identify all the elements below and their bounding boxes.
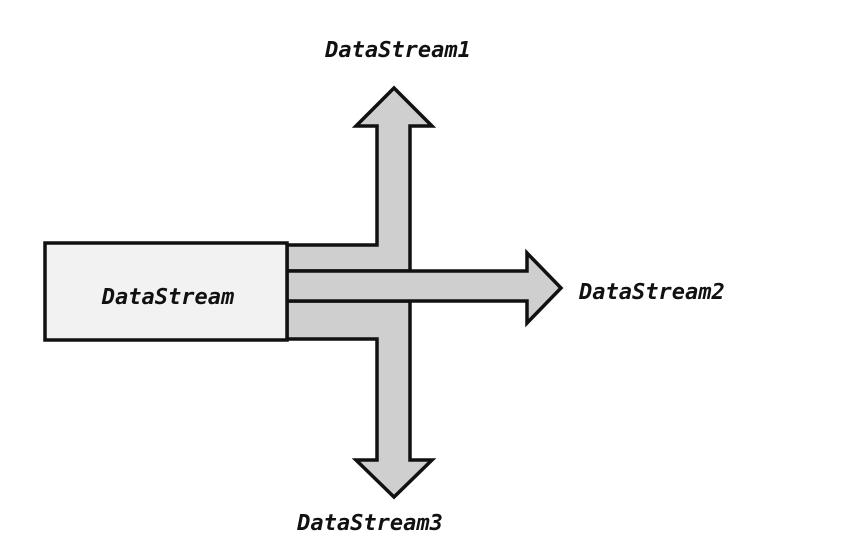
arrow-up-datastream1 xyxy=(285,85,437,273)
arrow-right-datastream2 xyxy=(285,248,564,328)
output-label-1: DataStream1 xyxy=(324,38,471,63)
arrow-down-datastream3 xyxy=(285,299,437,500)
output-label-2: DataStream2 xyxy=(578,280,725,305)
output-label-3: DataStream3 xyxy=(296,511,443,536)
source-label: DataStream xyxy=(101,285,234,310)
source-box xyxy=(43,241,289,342)
